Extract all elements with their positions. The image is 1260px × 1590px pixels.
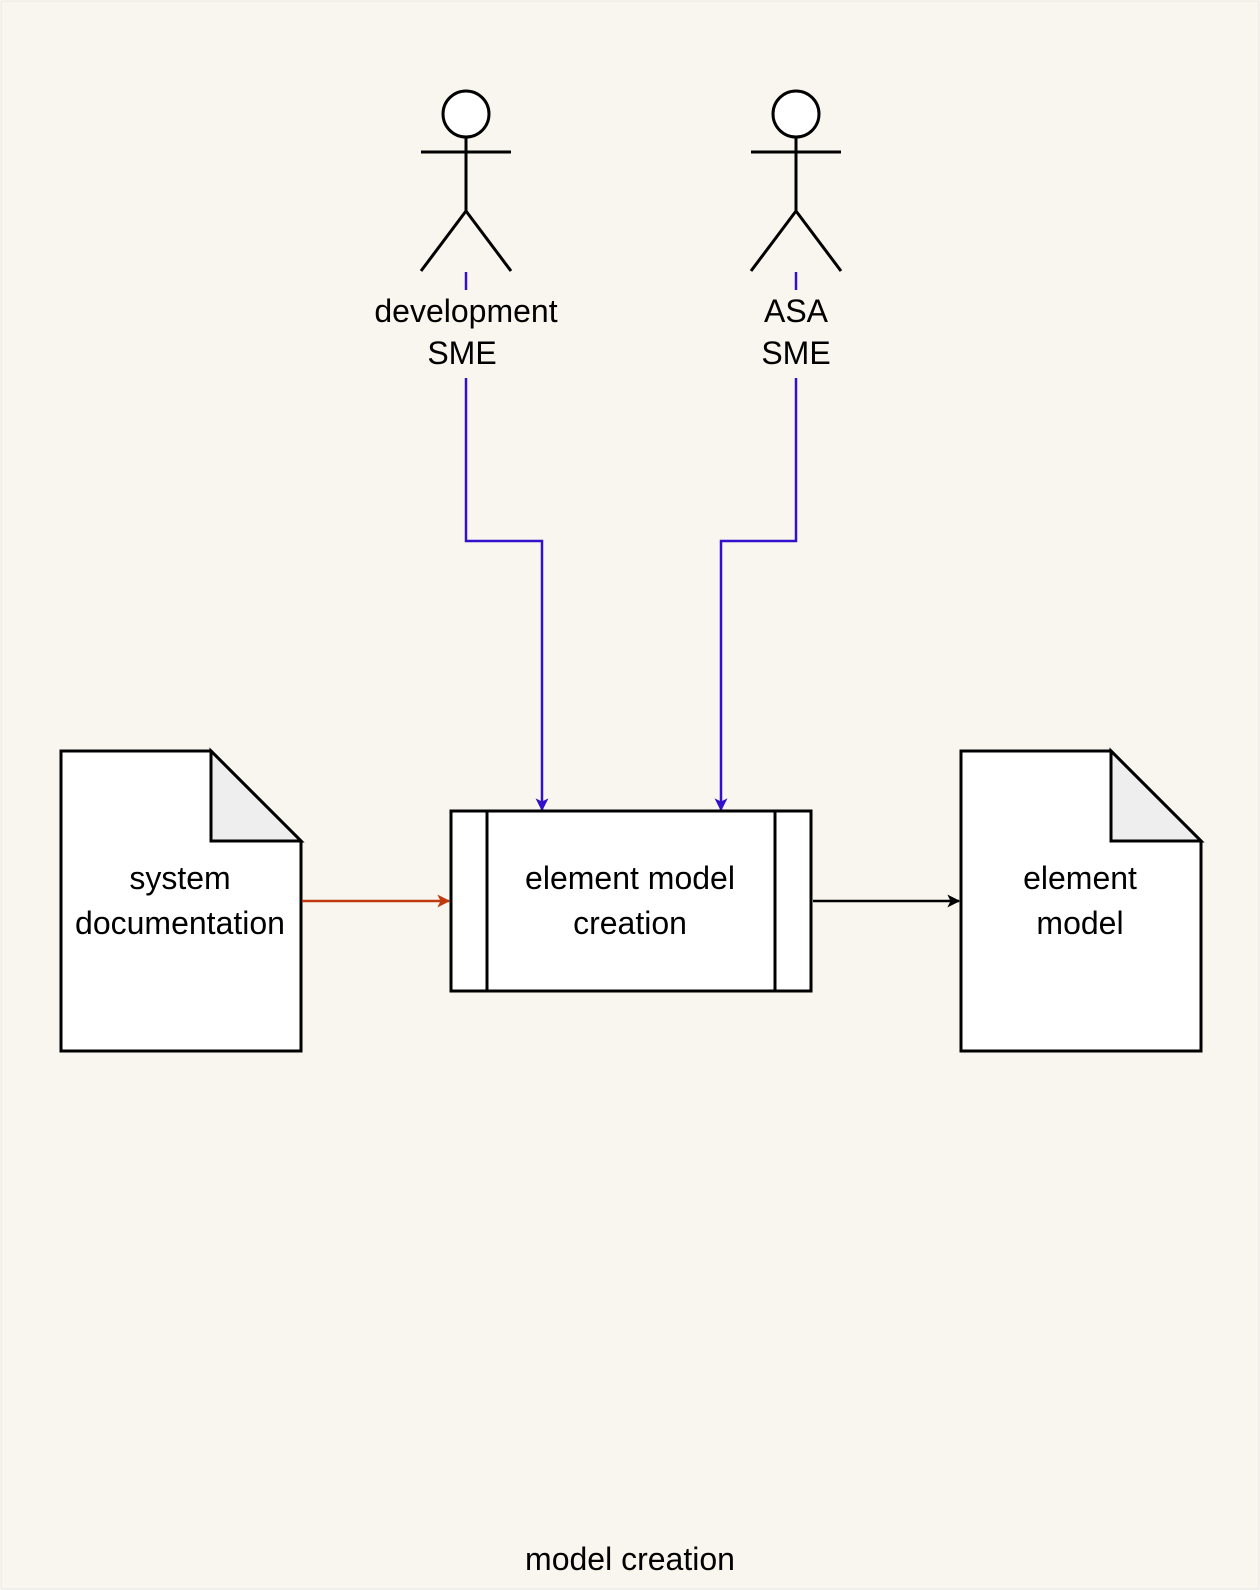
diagram-caption: model creation [525, 1541, 735, 1577]
actor-1-label-line2: SME [427, 335, 496, 371]
actor-1-label-line1: development [374, 293, 557, 329]
document-element-model[interactable] [959, 747, 1205, 1053]
document-fold-icon [1109, 747, 1205, 843]
actor-head-icon [771, 89, 821, 139]
actor-2-label-line1: ASA [764, 293, 829, 329]
actor-head-icon [441, 89, 491, 139]
process-box [449, 809, 813, 993]
actor-asa-sme[interactable] [749, 89, 843, 272]
actor-2-label-line2: SME [761, 335, 830, 371]
input-document-label-line2: documentation [75, 905, 285, 941]
input-document-label-line1: system [129, 860, 230, 896]
actor-1-connector-arrow[interactable] [464, 378, 549, 812]
process-label-line1: element model [525, 860, 735, 896]
document-system-documentation[interactable] [59, 747, 305, 1053]
output-document-label-line1: element [1023, 860, 1137, 896]
actor-2-connector-arrow[interactable] [714, 378, 798, 812]
process-label-line2: creation [573, 905, 687, 941]
document-fold-icon [209, 747, 305, 843]
output-document-label-line2: model [1036, 905, 1123, 941]
actor-development-sme[interactable] [419, 89, 513, 272]
process-element-model-creation[interactable] [449, 809, 813, 993]
